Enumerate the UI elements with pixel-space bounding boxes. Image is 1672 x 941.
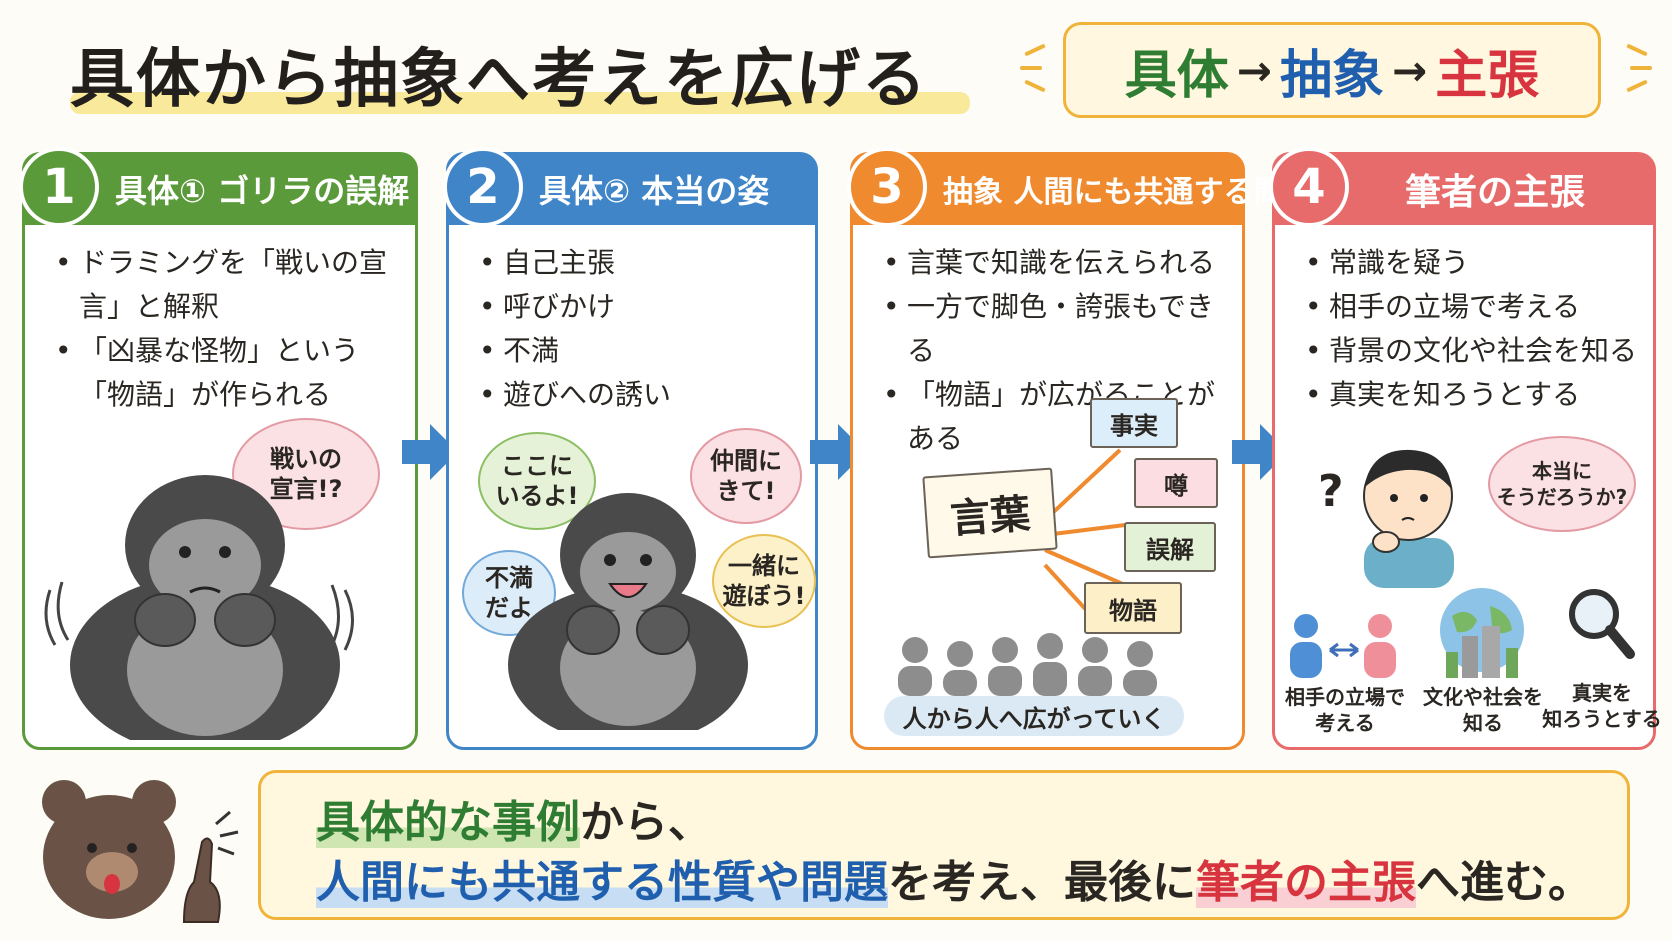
step-number: 3 (847, 147, 927, 227)
flow-arrow-icon: → (1392, 45, 1428, 95)
panel-header: 3 抽象 人間にも共通する問題 (847, 147, 1313, 227)
list-item: ドラミングを「戦いの宣言」と解釈 (51, 241, 403, 329)
panel-list: 常識を疑う 相手の立場で考える 背景の文化や社会を知る 真実を知ろうとする (1301, 241, 1641, 417)
panel-title: 抽象 人間にも共通する問題 (943, 175, 1314, 210)
summary-claim: 筆者の主張 (1196, 857, 1416, 908)
right-arrow-icon (402, 424, 458, 480)
sparkle-icon (1626, 43, 1648, 57)
list-item: 真実を知ろうとする (1301, 373, 1641, 417)
thinking-boy-icon (1363, 449, 1454, 588)
step-number: 2 (443, 147, 523, 227)
list-item: 呼びかけ (475, 285, 803, 329)
sparkle-icon (1024, 79, 1046, 93)
list-item: 不満 (475, 329, 803, 373)
summary-text: へ進む。 (1416, 857, 1592, 908)
panel-title: 筆者の主張 (1405, 172, 1586, 213)
list-item: 背景の文化や社会を知る (1301, 329, 1641, 373)
panel-title: 具体② 本当の姿 (539, 172, 770, 210)
two-people-icon (1290, 614, 1396, 678)
panel-header: 2 具体② 本当の姿 (443, 147, 815, 227)
flow-claim: 主張 (1435, 45, 1540, 106)
list-item: 一方で脚色・誇張もできる (879, 285, 1230, 373)
panel-header: 4 筆者の主張 (1269, 147, 1653, 227)
word-tag: 物語 (1084, 582, 1182, 634)
icon-caption: 文化や社会を 知る (1423, 685, 1543, 735)
step-number: 1 (19, 147, 99, 227)
word-tag: 事実 (1090, 398, 1178, 448)
speech-bubble: 戦いの 宣言!? (232, 418, 380, 530)
globe-city-icon (1440, 588, 1524, 678)
flow-summary-box: 具体 → 抽象 → 主張 (1063, 22, 1601, 118)
sparkle-icon (1626, 79, 1648, 93)
flow-concrete: 具体 (1124, 45, 1229, 106)
flow-arrow-icon: → (1236, 45, 1272, 95)
panel-list: ドラミングを「戦いの宣言」と解釈 「凶暴な怪物」という「物語」が作られる (51, 241, 403, 417)
summary-text: を考え、最後に (888, 857, 1196, 908)
gorilla-drumming-icon (44, 475, 354, 740)
list-item: 相手の立場で考える (1301, 285, 1641, 329)
icon-caption: 相手の立場で 考える (1285, 685, 1405, 735)
sparkle-icon (1020, 66, 1042, 70)
step-number: 4 (1269, 147, 1349, 227)
magnifier-icon (1569, 589, 1635, 659)
sparkle-icon (1024, 43, 1046, 57)
speech-bubble: 本当に そうだろうか? (1488, 436, 1636, 532)
summary-line-2: 人間にも共通する性質や問題を考え、最後に筆者の主張へ進む。 (316, 846, 1592, 910)
speech-bubble: ここに いるよ! (478, 432, 596, 530)
page-title: 具体から抽象へ考えを広げる (70, 43, 928, 117)
gorilla-smiling-icon (508, 493, 748, 730)
summary-line-1: 具体的な事例から、 (316, 786, 712, 850)
bear-pointing-icon (42, 780, 239, 923)
word-tag: 誤解 (1124, 522, 1216, 572)
crowd-caption: 人から人へ広がっていく (884, 696, 1184, 736)
title-highlight (70, 92, 970, 114)
sparkle-icon (1630, 66, 1652, 70)
list-item: 遊びへの誘い (475, 373, 803, 417)
crowd-icon (898, 633, 1157, 696)
speech-bubble: 仲間に きて! (690, 428, 802, 524)
summary-abstract: 人間にも共通する性質や問題 (316, 857, 888, 908)
summary-concrete: 具体的な事例 (316, 797, 580, 848)
question-mark-icon: ? (1318, 466, 1344, 517)
word-card: 言葉 (922, 467, 1058, 559)
panel-list: 自己主張 呼びかけ 不満 遊びへの誘い (475, 241, 803, 417)
word-tag: 噂 (1134, 458, 1218, 508)
panel-title: 具体① ゴリラの誤解 (115, 172, 410, 210)
list-item: 常識を疑う (1301, 241, 1641, 285)
list-item: 自己主張 (475, 241, 803, 285)
panel-abstract: 3 抽象 人間にも共通する問題 言葉で知識を伝えられる 一方で脚色・誇張もできる… (847, 147, 1313, 750)
icon-caption: 真実を 知ろうとする (1542, 681, 1662, 731)
list-item: 「凶暴な怪物」という「物語」が作られる (51, 329, 403, 417)
flow-abstract: 抽象 (1279, 45, 1384, 106)
speech-bubble: 一緒に 遊ぼう! (712, 534, 816, 628)
list-item: 言葉で知識を伝えられる (879, 241, 1230, 285)
summary-text: から、 (580, 797, 712, 848)
panel-header: 1 具体① ゴリラの誤解 (19, 147, 415, 227)
